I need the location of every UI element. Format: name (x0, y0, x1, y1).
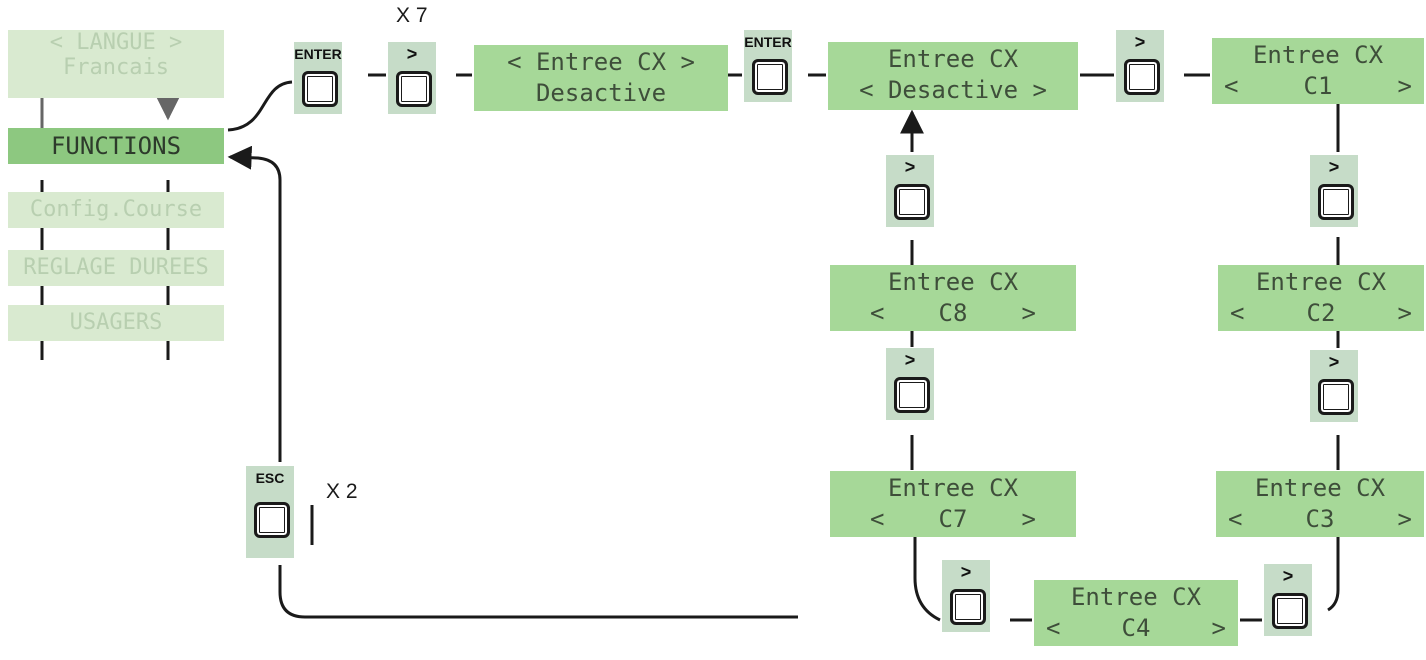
next-key-4[interactable]: > (1310, 350, 1358, 422)
next-arrow: > (1397, 505, 1412, 533)
lcd-line2: Desactive (535, 79, 667, 107)
next-key-label: > (960, 562, 972, 582)
key-button[interactable] (1272, 593, 1308, 629)
next-key-1[interactable]: > (388, 42, 436, 114)
menu-config-course[interactable]: Config.Course (8, 192, 224, 228)
menu-langue-value: Francais (63, 55, 169, 81)
lcd-c1: Entree CX < C1 > (1212, 38, 1424, 104)
lcd-value-row: < C8 > (830, 298, 1076, 329)
wire-functions-enter (227, 80, 293, 132)
lcd-value: C7 (938, 505, 968, 533)
lcd-value: C4 (1121, 614, 1151, 642)
next-key-5[interactable]: > (1264, 564, 1312, 636)
lcd-line1: < Entree CX > (507, 48, 695, 76)
lcd-c3: Entree CX < C3 > (1216, 471, 1424, 537)
key-button[interactable] (396, 71, 432, 107)
esc-key-label: ESC (255, 470, 285, 486)
lcd-value: C2 (1306, 299, 1336, 327)
key-button[interactable] (1318, 379, 1354, 415)
next-key-8[interactable]: > (886, 155, 934, 227)
lcd-c4: Entree CX < C4 > (1034, 580, 1238, 646)
prev-arrow: < (870, 505, 885, 533)
menu-langue[interactable]: < LANGUE > Francais (8, 30, 224, 98)
menu-langue-title: < LANGUE > (49, 30, 183, 55)
lcd-value: C8 (938, 299, 968, 327)
lcd-value: C1 (1303, 72, 1333, 100)
enter-key-label: ENTER (744, 34, 792, 50)
wire-lcd-esc-return (278, 565, 798, 619)
lcd-title: Entree CX (1254, 474, 1386, 502)
lcd-title: Entree CX (1255, 268, 1387, 296)
lcd-line2: < Desactive > (859, 76, 1047, 104)
lcd-value-row: < C1 > (1212, 71, 1424, 102)
wire-next-c7 (913, 535, 941, 622)
multiplier-x7: X 7 (396, 4, 428, 27)
key-button[interactable] (752, 59, 788, 95)
key-button[interactable] (950, 589, 986, 625)
next-arrow: > (1397, 299, 1412, 327)
next-key-label: > (1328, 157, 1340, 177)
key-button[interactable] (894, 377, 930, 413)
enter-key-2[interactable]: ENTER (744, 30, 792, 102)
next-arrow: > (1397, 72, 1412, 100)
enter-key-1[interactable]: ENTER (294, 42, 342, 114)
wire-c3-next (1327, 535, 1340, 612)
enter-key-label: ENTER (294, 46, 342, 62)
lcd-title: Entree CX (1252, 41, 1384, 69)
lcd-c2: Entree CX < C2 > (1218, 265, 1424, 331)
lcd-value-row: < C4 > (1034, 613, 1238, 644)
lcd-value: C3 (1305, 505, 1335, 533)
next-key-label: > (1282, 566, 1294, 586)
menu-usagers[interactable]: USAGERS (8, 305, 224, 341)
lcd-value-row: < C2 > (1218, 298, 1424, 329)
lcd-line1: Entree CX (887, 45, 1019, 73)
lcd-title: Entree CX (887, 268, 1019, 296)
next-key-label: > (904, 157, 916, 177)
prev-arrow: < (1228, 505, 1243, 533)
next-key-2[interactable]: > (1116, 30, 1164, 102)
key-button[interactable] (894, 184, 930, 220)
next-arrow: > (1211, 614, 1226, 642)
lcd-value-row: < C7 > (830, 504, 1076, 535)
key-button[interactable] (1124, 59, 1160, 95)
next-arrow: > (1021, 505, 1036, 533)
lcd-value-row: < C3 > (1216, 504, 1424, 535)
next-key-6[interactable]: > (942, 560, 990, 632)
key-button[interactable] (302, 71, 338, 107)
prev-arrow: < (870, 299, 885, 327)
prev-arrow: < (1224, 72, 1239, 100)
key-button[interactable] (254, 502, 290, 538)
lcd-entree-edit: Entree CX < Desactive > (828, 42, 1078, 110)
menu-reglage-durees[interactable]: REGLAGE DUREES (8, 250, 224, 286)
next-arrow: > (1021, 299, 1036, 327)
next-key-3[interactable]: > (1310, 155, 1358, 227)
next-key-label: > (904, 350, 916, 370)
lcd-c8: Entree CX < C8 > (830, 265, 1076, 331)
prev-arrow: < (1230, 299, 1245, 327)
next-key-7[interactable]: > (886, 348, 934, 420)
lcd-entree-select: < Entree CX > Desactive (474, 45, 728, 111)
multiplier-x2: X 2 (326, 480, 358, 503)
lcd-title: Entree CX (887, 474, 1019, 502)
next-key-label: > (1134, 32, 1146, 52)
menu-functions[interactable]: FUNCTIONS (8, 128, 224, 164)
wire-esc-functions (227, 145, 282, 462)
prev-arrow: < (1046, 614, 1061, 642)
lcd-title: Entree CX (1070, 583, 1202, 611)
next-key-label: > (1328, 352, 1340, 372)
esc-key[interactable]: ESC (246, 466, 294, 558)
key-button[interactable] (1318, 184, 1354, 220)
lcd-c7: Entree CX < C7 > (830, 471, 1076, 537)
next-key-label: > (406, 44, 418, 64)
